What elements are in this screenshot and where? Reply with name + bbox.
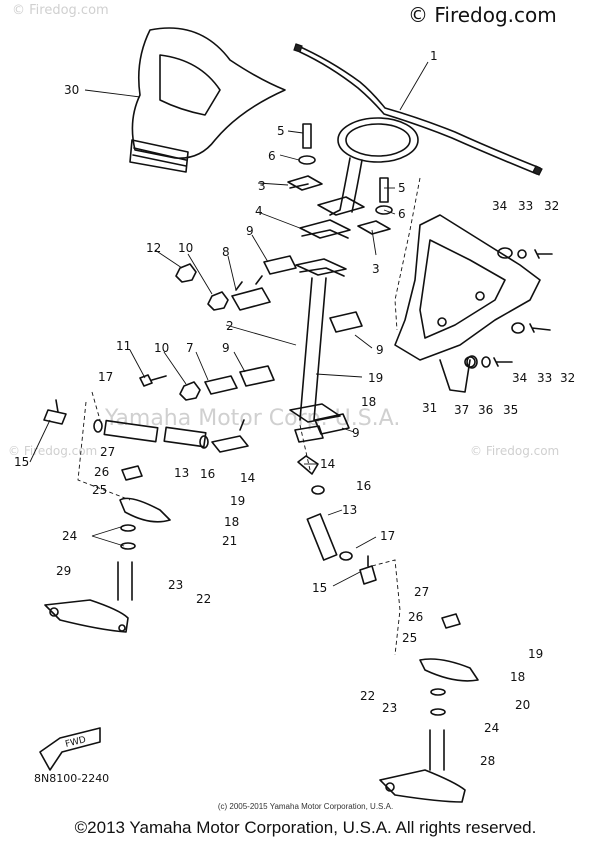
callout-11: 11 <box>116 339 131 353</box>
callout-14: 14 <box>240 471 255 485</box>
callout-17b: 17 <box>380 529 395 543</box>
callout-1: 1 <box>430 49 438 63</box>
spindle-left <box>44 465 171 633</box>
tie-rod-right <box>297 455 377 585</box>
callout-34: 34 <box>492 199 507 213</box>
callout-9b: 9 <box>376 343 384 357</box>
diagram-code: 8N8100-2240 <box>34 772 109 785</box>
callout-36: 36 <box>478 403 493 417</box>
callout-19: 19 <box>368 371 383 385</box>
callout-19c: 19 <box>528 647 543 661</box>
steering-column <box>289 258 347 443</box>
callout-labels: 1 2 3 3 4 5 5 6 6 7 8 9 9 9 9 10 10 11 1… <box>14 49 575 768</box>
callout-20: 20 <box>515 698 530 712</box>
callout-9d: 9 <box>352 426 360 440</box>
callout-22b: 22 <box>360 689 375 703</box>
callout-34b: 34 <box>512 371 527 385</box>
nuts <box>139 263 229 401</box>
callout-35: 35 <box>503 403 518 417</box>
callout-18c: 18 <box>510 670 525 684</box>
callout-3: 3 <box>258 179 266 193</box>
watermark-mid-right: © Firedog.com <box>470 444 559 458</box>
callout-10: 10 <box>178 241 193 255</box>
callout-37: 37 <box>454 403 469 417</box>
callout-5: 5 <box>277 124 285 138</box>
callout-5b: 5 <box>398 181 406 195</box>
callout-16: 16 <box>200 467 215 481</box>
callout-9: 9 <box>246 224 254 238</box>
callout-3b: 3 <box>372 262 380 276</box>
front-arrow-label: FWD <box>64 735 87 750</box>
callout-13: 13 <box>174 466 189 480</box>
callout-18: 18 <box>361 395 376 409</box>
callout-32b: 32 <box>560 371 575 385</box>
callout-25b: 25 <box>402 631 417 645</box>
front-arrow: FWD <box>39 727 101 771</box>
callout-33: 33 <box>518 199 533 213</box>
copyright-footer: ©2013 Yamaha Motor Corporation, U.S.A. A… <box>74 818 537 837</box>
handlebar-cover <box>129 27 286 173</box>
dashed-guides <box>77 391 401 656</box>
callout-24b: 24 <box>484 721 499 735</box>
callout-31: 31 <box>422 401 437 415</box>
callout-32: 32 <box>544 199 559 213</box>
callout-9c: 9 <box>222 341 230 355</box>
callout-10b: 10 <box>154 341 169 355</box>
callout-16b: 16 <box>356 479 371 493</box>
callout-24: 24 <box>62 529 77 543</box>
callout-21: 21 <box>222 534 237 548</box>
callout-22: 22 <box>196 592 211 606</box>
watermark-mid-left: © Firedog.com <box>8 444 97 458</box>
callout-15b: 15 <box>312 581 327 595</box>
callout-30: 30 <box>64 83 79 97</box>
callout-23: 23 <box>168 578 183 592</box>
watermark-brand: © Firedog.com <box>408 3 557 27</box>
clamps <box>287 123 393 239</box>
callout-19b: 19 <box>230 494 245 508</box>
handlebar <box>293 43 543 216</box>
credit-line: (c) 2005-2015 Yamaha Motor Corporation, … <box>217 802 394 811</box>
callout-4: 4 <box>255 204 263 218</box>
callout-26: 26 <box>94 465 109 479</box>
spindle-right <box>379 613 479 803</box>
callout-25: 25 <box>92 483 107 497</box>
bracket-hardware <box>466 247 553 369</box>
callout-18b: 18 <box>224 515 239 529</box>
callout-8: 8 <box>222 245 230 259</box>
callout-12: 12 <box>146 241 161 255</box>
callout-14b: 14 <box>320 457 335 471</box>
watermarks: © Firedog.com © Firedog.com Yamaha Motor… <box>8 3 559 458</box>
tie-rod-left <box>43 399 249 453</box>
callout-13b: 13 <box>342 503 357 517</box>
callout-2: 2 <box>226 319 234 333</box>
callout-33b: 33 <box>537 371 552 385</box>
steering-bracket <box>394 214 541 393</box>
callout-17: 17 <box>98 370 113 384</box>
callout-27: 27 <box>100 445 115 459</box>
callout-27b: 27 <box>414 585 429 599</box>
callout-15: 15 <box>14 455 29 469</box>
callout-6b: 6 <box>398 207 406 221</box>
watermark-top-left: © Firedog.com <box>12 3 109 18</box>
callout-23b: 23 <box>382 701 397 715</box>
callout-28: 28 <box>480 754 495 768</box>
callout-7: 7 <box>186 341 194 355</box>
column-holders <box>204 255 363 435</box>
leader-lines <box>29 61 429 587</box>
callout-6: 6 <box>268 149 276 163</box>
callout-26b: 26 <box>408 610 423 624</box>
callout-29: 29 <box>56 564 71 578</box>
